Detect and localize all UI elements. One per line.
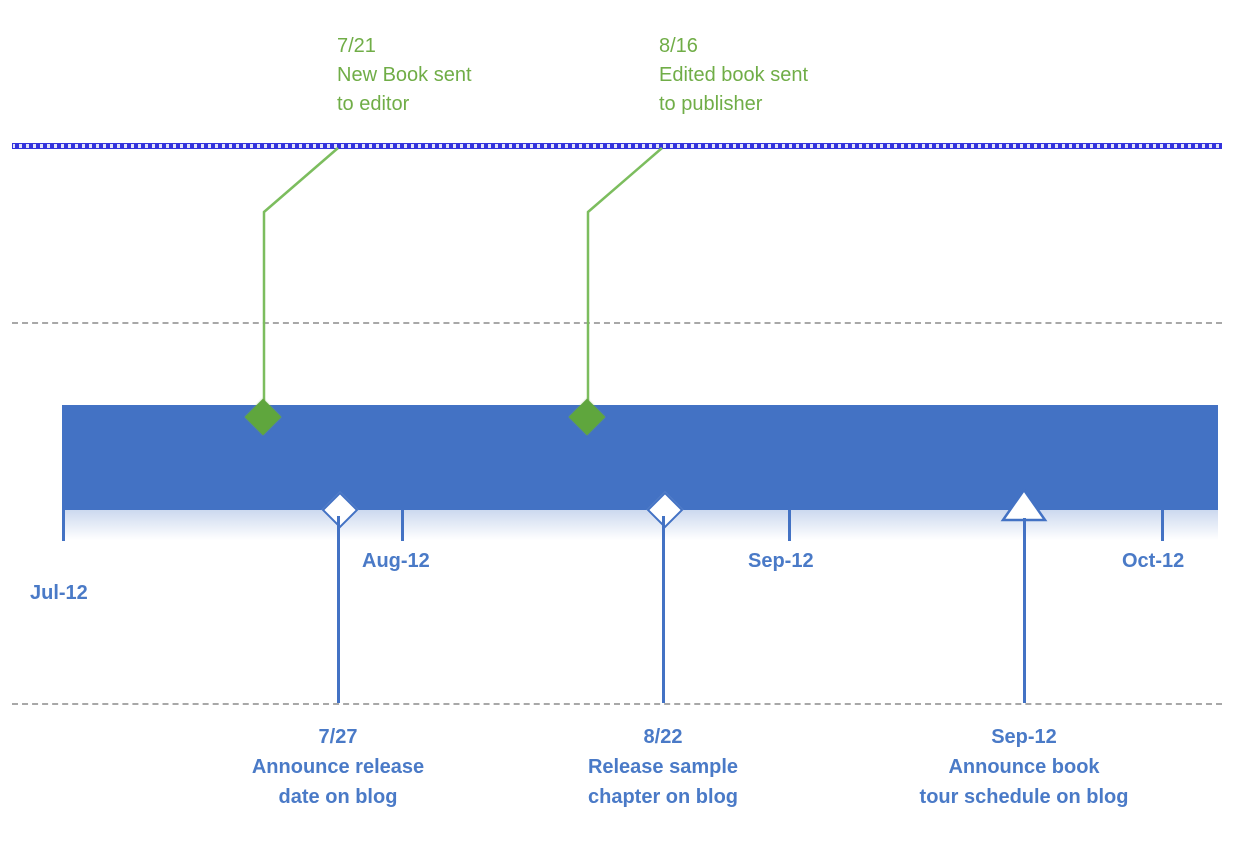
callout-above-1-line2: to editor [337,93,410,115]
guide-line-upper [12,322,1222,324]
drop-line-below-2 [662,516,665,703]
axis-label-jul: Jul-12 [30,582,88,604]
callout-below-2[interactable]: 8/22 Release sample chapter on blog [543,722,783,812]
callout-above-2[interactable]: 8/16 Edited book sent to publisher [659,32,808,119]
leader-line-above-2 [579,145,674,420]
callout-above-2-line2: to publisher [659,93,763,115]
axis-label-sep: Sep-12 [748,550,814,572]
leader-line-above-1 [255,145,350,420]
axis-tick-aug [401,505,404,541]
callout-below-2-line2: chapter on blog [588,786,738,808]
callout-below-1-line1: Announce release [251,756,425,778]
callout-above-1-line1: New Book sent [337,64,472,86]
callout-above-1[interactable]: 7/21 New Book sent to editor [337,32,472,119]
selection-rule[interactable] [12,143,1222,149]
callout-below-3[interactable]: Sep-12 Announce book tour schedule on bl… [894,722,1154,812]
axis-tick-sep [788,505,791,541]
axis-tick-oct [1161,505,1164,541]
callout-below-1-line2: date on blog [278,786,398,808]
axis-label-oct: Oct-12 [1122,550,1185,572]
callout-below-2-line1: Release sample [587,756,739,778]
callout-below-1[interactable]: 7/27 Announce release date on blog [218,722,458,812]
axis-tick-jul [62,505,65,541]
callout-above-2-line1: Edited book sent [659,64,808,86]
axis-label-aug: Aug-12 [362,550,430,572]
callout-below-1-date: 7/27 [318,726,358,748]
callout-above-1-date: 7/21 [337,35,376,57]
callout-below-3-line2: tour schedule on blog [919,786,1129,808]
callout-below-3-line1: Announce book [948,756,1100,778]
callout-above-2-date: 8/16 [659,35,698,57]
guide-line-lower [12,703,1222,705]
drop-line-below-1 [337,516,340,703]
callout-below-2-date: 8/22 [643,726,683,748]
callout-below-3-date: Sep-12 [991,726,1057,748]
drop-line-below-3 [1023,518,1026,703]
